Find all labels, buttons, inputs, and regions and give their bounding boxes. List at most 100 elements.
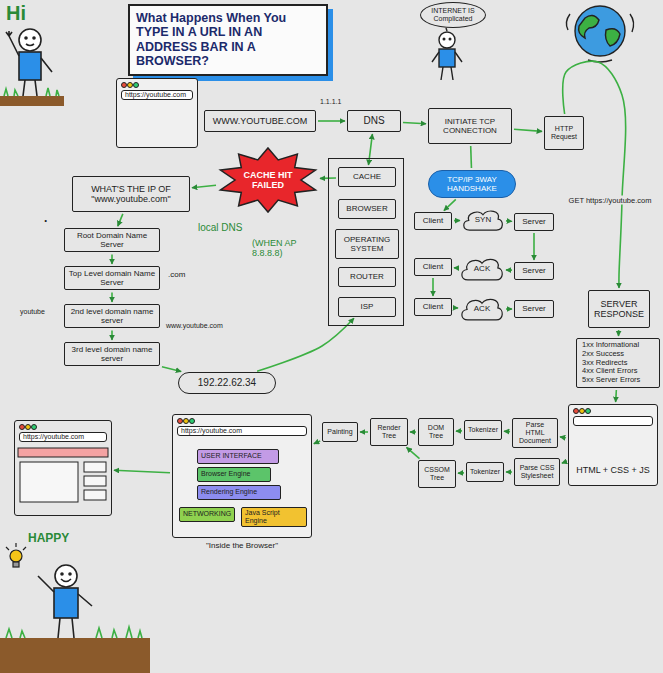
speech-bubble: INTERNET IS Complicated [420, 2, 486, 28]
cloud-shape [464, 211, 503, 230]
node-text: BROWSER [346, 204, 387, 213]
connector-arrow [456, 430, 462, 432]
connector-arrow [470, 146, 472, 168]
process-box: Tokenizer [466, 462, 504, 482]
node-text: Client [423, 262, 443, 271]
connector-arrow [111, 254, 113, 264]
node-text: Browser Engine [201, 470, 250, 478]
node-text: Parse HTML Document [516, 421, 554, 445]
process-box: ROUTER [338, 267, 396, 287]
connector-arrow [504, 430, 510, 432]
node-text: TCP/IP 3WAY HANDSHAKE [435, 175, 509, 193]
connector-arrow [506, 471, 512, 473]
process-box: Server [514, 300, 554, 318]
node-text: Tokenizer [470, 468, 500, 476]
process-box: OPERATING SYSTEM [335, 229, 399, 259]
address-bar-text: https://youtube.com [177, 426, 307, 436]
component-bar: USER INTERFACE [197, 449, 279, 464]
process-box: Parse HTML Document [512, 418, 558, 448]
node-text: CACHE HIT FAILED [240, 170, 296, 191]
process-box: Server [514, 262, 554, 280]
node-text: CACHE [353, 172, 381, 181]
connector-arrow [360, 431, 368, 433]
process-box: Server [514, 213, 554, 231]
annotation-label: HAPPY [28, 532, 69, 546]
node-text: Tokenizer [468, 426, 498, 434]
process-box: BROWSER [338, 199, 396, 219]
browser-window: HTML + CSS + JS [568, 404, 658, 486]
process-box: Client [414, 212, 452, 230]
process-box: HTTP Request [544, 116, 584, 150]
node-text: Server [522, 217, 546, 226]
annotation-label: 1.1.1.1 [320, 98, 341, 106]
connector-arrow [506, 308, 512, 310]
globe [566, 6, 633, 62]
connector-arrow [114, 470, 170, 473]
node-text: Client [423, 302, 443, 311]
node-text: DNS [363, 115, 384, 127]
process-box: DOM Tree [418, 418, 454, 446]
ground [0, 627, 150, 673]
connector-arrow [318, 120, 345, 122]
process-box: 1xx Informational2xx Success3xx Redirect… [576, 338, 660, 388]
process-box: Root Domain Name Server [64, 228, 160, 252]
node-text: SERVER RESPONSE [592, 299, 646, 320]
node-text: Server [522, 304, 546, 313]
node-text: ACK [474, 264, 490, 273]
stack-column: CACHE BROWSER OPERATING SYSTEM ROUTER ISP [328, 158, 404, 326]
process-box: Top Level domain Name Server [64, 266, 160, 290]
node-text: Rendering Engine [201, 488, 257, 496]
node-text: USER INTERFACE [201, 452, 262, 460]
connector-arrow [162, 367, 181, 372]
connector-arrow [454, 307, 458, 309]
node-text: Render Tree [374, 424, 404, 440]
annotation-label: Hi [6, 2, 26, 25]
process-box: CSSOM Tree [418, 460, 456, 488]
connector-arrow [458, 472, 464, 474]
cloud-shape [462, 299, 502, 320]
connector-arrow [118, 214, 123, 226]
annotation-label: (WHEN AP 8.8.8.8) [252, 238, 318, 259]
process-box: DNS [347, 110, 401, 132]
title-box: What Happens When You TYPE IN A URL IN A… [128, 4, 328, 76]
node-text: ACK [474, 304, 490, 313]
starburst-shape [220, 148, 315, 212]
process-box: ISP [338, 297, 396, 317]
window-dot [31, 424, 37, 430]
node-text: Server [522, 266, 546, 275]
connector-arrow [368, 134, 372, 165]
node-text: HTTP Request [548, 125, 580, 141]
node-text: INITIATE TCP CONNECTION [432, 117, 508, 135]
annotation-label: . [44, 212, 47, 226]
node-text: 1xx Informational [582, 341, 639, 350]
component-bar: NETWORKING [179, 507, 235, 522]
node-text: WWW.YOUTUBE.COM [213, 116, 308, 126]
connector-arrow [314, 441, 320, 444]
process-box: Client [414, 258, 452, 276]
connector-arrow [618, 330, 620, 336]
node-text: 5xx Server Errors [582, 376, 640, 385]
window-dot [189, 418, 195, 424]
process-box: CACHE [338, 167, 396, 187]
browser-window: https://youtube.com [14, 420, 112, 516]
caption-text: "Inside the Browser" [163, 541, 321, 550]
annotation-label: www.youtube.com [166, 322, 223, 330]
connector-arrow [410, 431, 416, 433]
address-bar-text: https://youtube.com [121, 90, 193, 100]
connector-arrow [454, 267, 458, 269]
connector-arrow [506, 269, 512, 271]
connector-arrow [506, 220, 512, 222]
process-box: Painting [322, 422, 358, 442]
address-bar [573, 416, 653, 426]
node-text: OPERATING SYSTEM [339, 235, 395, 253]
process-box: WHAT'S THE IP OF "www.youtube.com" [72, 176, 190, 212]
connector-arrow [403, 123, 426, 124]
window-dot [133, 82, 139, 88]
node-text: Painting [327, 428, 352, 436]
connector-arrow [563, 61, 626, 288]
node-text: 192.22.62.34 [198, 377, 256, 389]
component-bar: Rendering Engine [197, 485, 281, 500]
connector-arrow [257, 318, 354, 371]
node-text: HTML + CSS + JS [569, 465, 657, 475]
hi-figure [0, 29, 64, 106]
